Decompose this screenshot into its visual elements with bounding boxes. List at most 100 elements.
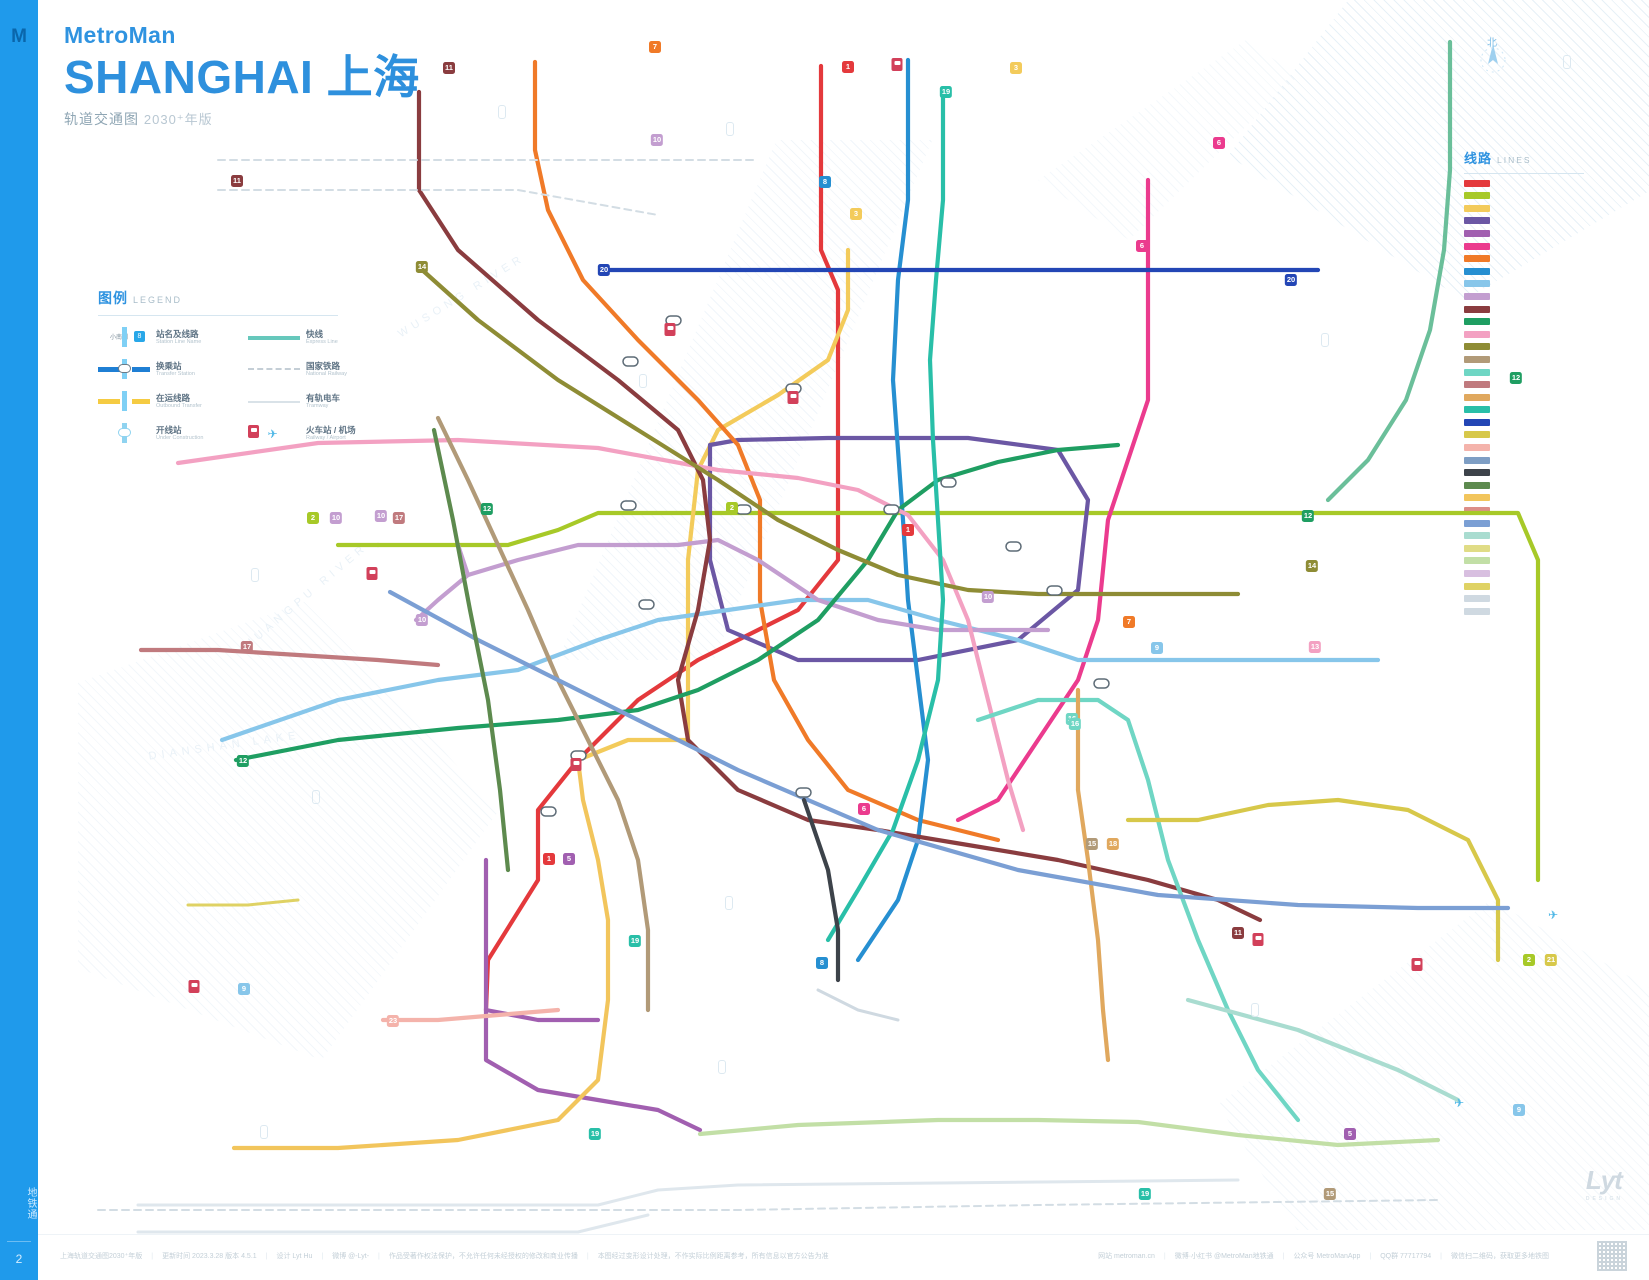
line-color-swatch-icon: [1464, 355, 1490, 363]
legend-line-row[interactable]: [1464, 481, 1609, 489]
legend-line-row[interactable]: [1464, 431, 1609, 439]
line-number-chip[interactable]: 10: [650, 134, 664, 146]
line-number-chip[interactable]: 10: [374, 510, 388, 522]
district-label: [312, 790, 320, 804]
legend-line-row[interactable]: [1464, 305, 1609, 313]
legend-line-row[interactable]: [1464, 494, 1609, 502]
line-number-chip[interactable]: 6: [858, 803, 870, 815]
legend-line-row[interactable]: [1464, 393, 1609, 401]
line-number-chip[interactable]: 19: [588, 1128, 602, 1140]
legend-line-row[interactable]: [1464, 532, 1609, 540]
outbound-vertical-icon: [122, 391, 127, 411]
district-label: [1251, 1003, 1259, 1017]
line-number-chip[interactable]: 8: [819, 176, 831, 188]
metro-network-drawing: [97, 39, 1541, 1246]
line-number-chip[interactable]: 1: [842, 61, 854, 73]
legend-line-row[interactable]: [1464, 267, 1609, 275]
legend-line-row[interactable]: [1464, 381, 1609, 389]
line-number-chip[interactable]: 11: [443, 62, 455, 74]
line-number-chip[interactable]: 20: [597, 264, 611, 276]
line-number-chip[interactable]: 6: [1136, 240, 1148, 252]
line-number-chip[interactable]: 11: [231, 175, 243, 187]
legend-line-row[interactable]: [1464, 280, 1609, 288]
line-number-chip[interactable]: 5: [563, 853, 575, 865]
line-color-swatch-icon: [1464, 582, 1490, 590]
line-number-chip[interactable]: 3: [1010, 62, 1022, 74]
line-number-chip[interactable]: 15: [1323, 1188, 1337, 1200]
line-number-chip[interactable]: 12: [236, 755, 250, 767]
line-number-chip[interactable]: 1: [543, 853, 555, 865]
line-number-chip[interactable]: 2: [726, 502, 738, 514]
legend-line-row[interactable]: [1464, 607, 1609, 615]
line-number-chip[interactable]: 7: [649, 41, 661, 53]
line-number-chip[interactable]: 10: [415, 614, 429, 626]
line-number-chip[interactable]: 17: [392, 512, 406, 524]
line-number-chip[interactable]: 12: [1509, 372, 1523, 384]
legend-line-row[interactable]: [1464, 557, 1609, 565]
line-number-chip[interactable]: 9: [1151, 642, 1163, 654]
line-number-chip[interactable]: 1: [902, 524, 914, 536]
legend-line-row[interactable]: [1464, 570, 1609, 577]
legend-line-row[interactable]: [1464, 292, 1609, 300]
legend-line-row[interactable]: [1464, 444, 1609, 452]
line-number-badge-icon: 8: [134, 331, 145, 342]
line-number-chip[interactable]: 16: [1068, 718, 1082, 730]
legend-line-row[interactable]: [1464, 255, 1609, 263]
legend-line-row[interactable]: [1464, 217, 1609, 225]
line-number-chip[interactable]: 2: [1523, 954, 1535, 966]
legend-line-row[interactable]: [1464, 469, 1609, 477]
legend-line-row[interactable]: [1464, 229, 1609, 237]
legend-symbol-rail-airport: ✈: [248, 423, 300, 443]
legend-line-row[interactable]: [1464, 456, 1609, 464]
legend-line-row[interactable]: [1464, 406, 1609, 414]
transfer-line-icon: [98, 367, 120, 372]
line-number-chip[interactable]: 10: [329, 512, 343, 524]
legend-line-row[interactable]: [1464, 507, 1609, 515]
legend-line-row[interactable]: [1464, 544, 1609, 552]
line-number-chip[interactable]: 8: [816, 957, 828, 969]
legend-line-row[interactable]: [1464, 179, 1609, 187]
line-number-chip[interactable]: 18: [1106, 838, 1120, 850]
line-number-chip[interactable]: 19: [1138, 1188, 1152, 1200]
line-color-swatch-icon: [1464, 418, 1490, 426]
line-number-chip[interactable]: 9: [238, 983, 250, 995]
line-number-chip[interactable]: 3: [850, 208, 862, 220]
footer-item: 更新时间 2023.3.28 版本 4.5.1: [162, 1253, 257, 1260]
legend-line-row[interactable]: [1464, 192, 1609, 200]
line-number-chip[interactable]: 19: [628, 935, 642, 947]
legend-line-row[interactable]: [1464, 595, 1609, 603]
line-number-chip[interactable]: 11: [1232, 927, 1244, 939]
line-number-chip[interactable]: 21: [1544, 954, 1558, 966]
legend-line-row[interactable]: [1464, 204, 1609, 212]
legend-label-tram: 有轨电车 Tramway: [306, 392, 341, 409]
line-number-chip[interactable]: 14: [415, 261, 429, 273]
line-number-chip[interactable]: 14: [1305, 560, 1319, 572]
legend-line-row[interactable]: [1464, 582, 1609, 590]
legend-line-row[interactable]: [1464, 318, 1609, 326]
line-number-chip[interactable]: 12: [480, 503, 494, 515]
line-number-chip[interactable]: 7: [1123, 616, 1135, 628]
line-number-chip[interactable]: 15: [1085, 838, 1099, 850]
line-number-chip[interactable]: 20: [1284, 274, 1298, 286]
legend-line-row[interactable]: [1464, 330, 1609, 338]
line-number-chip[interactable]: 17: [240, 641, 254, 653]
legend-line-row[interactable]: [1464, 418, 1609, 426]
district-label: [1563, 55, 1571, 69]
legend-line-row[interactable]: [1464, 368, 1609, 376]
line-number-chip[interactable]: 10: [981, 591, 995, 603]
line-number-chip[interactable]: 5: [1344, 1128, 1356, 1140]
footer-separator: |: [151, 1253, 154, 1260]
line-number-chip[interactable]: 19: [939, 86, 953, 98]
legend-line-row[interactable]: [1464, 242, 1609, 250]
line-number-chip[interactable]: 2: [307, 512, 319, 524]
legend-line-row[interactable]: [1464, 519, 1609, 527]
line-number-chip[interactable]: 9: [1513, 1104, 1525, 1116]
line-number-chip[interactable]: 13: [1308, 641, 1322, 653]
line-number-chip[interactable]: 23: [386, 1015, 400, 1027]
legend-item-under-construction: 开线站 Under Construction: [98, 423, 248, 443]
legend-line-row[interactable]: [1464, 343, 1609, 351]
legend-line-row[interactable]: [1464, 355, 1609, 363]
line-color-swatch-icon: [1464, 343, 1490, 351]
line-number-chip[interactable]: 12: [1301, 510, 1315, 522]
line-number-chip[interactable]: 6: [1213, 137, 1225, 149]
